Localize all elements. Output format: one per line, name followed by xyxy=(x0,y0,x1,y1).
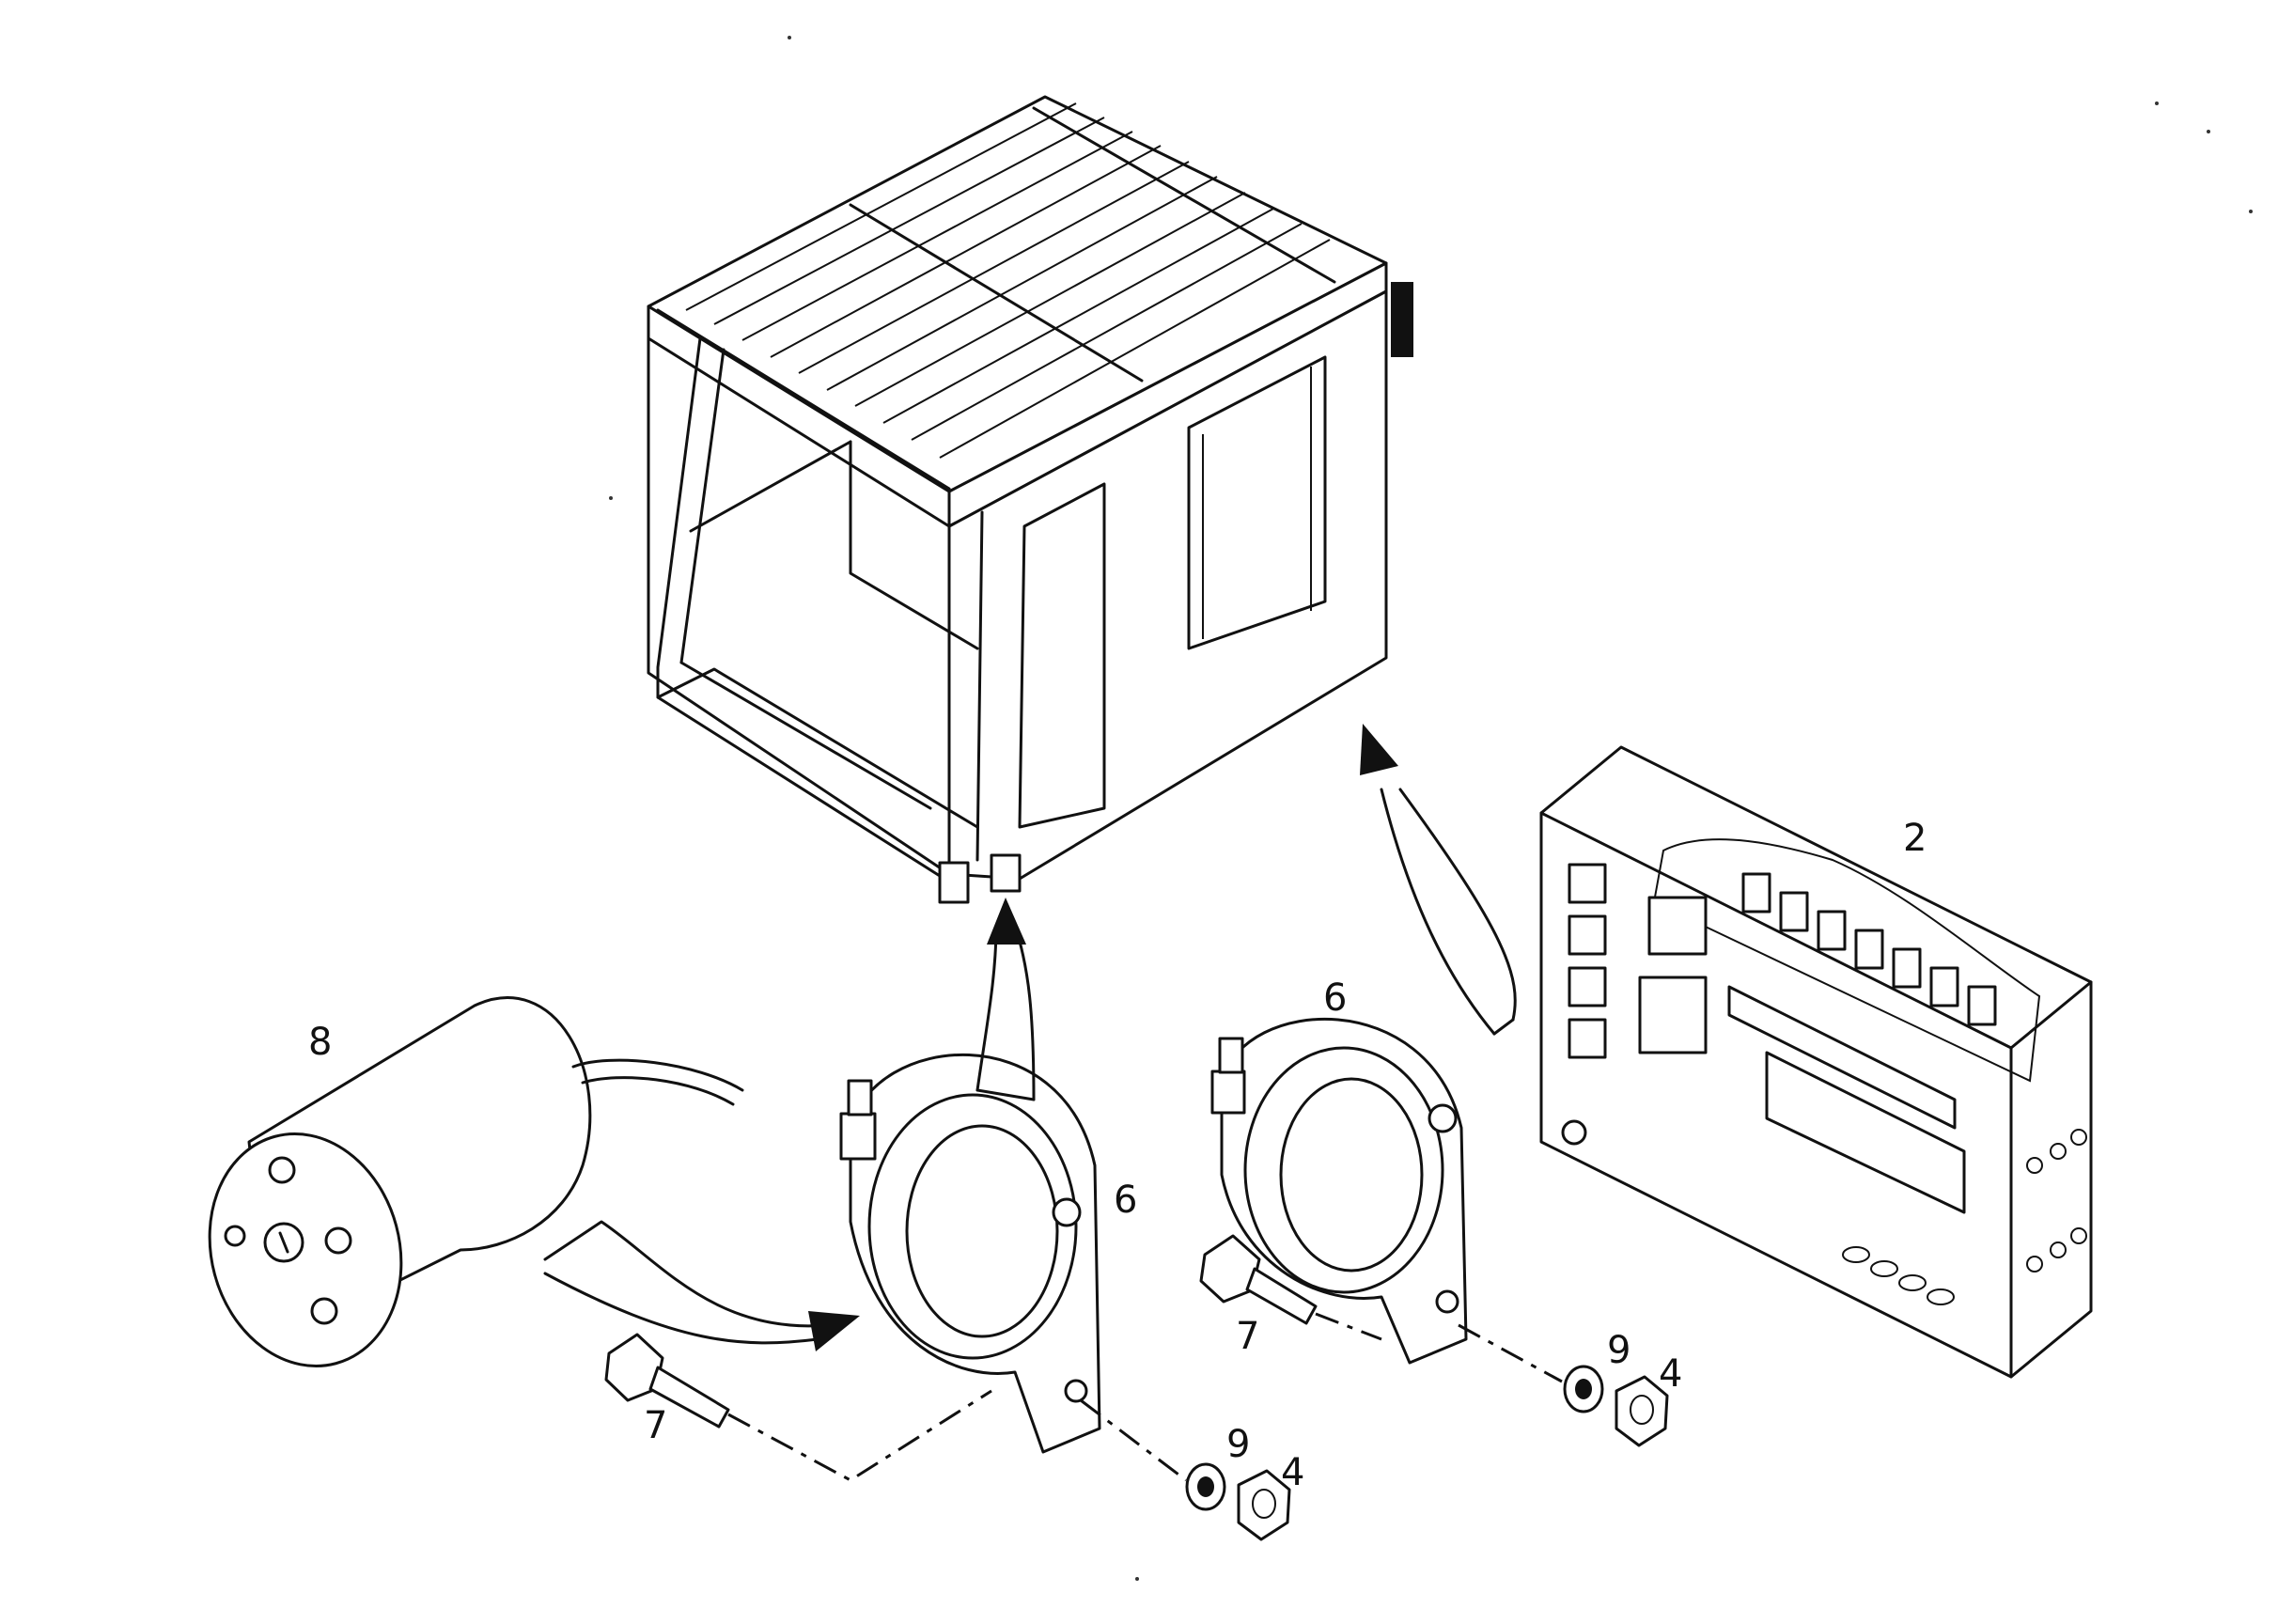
callout-bolt-left: 7 xyxy=(644,1404,667,1447)
callout-clamp-right: 6 xyxy=(1323,976,1347,1020)
operator-cab xyxy=(647,95,1413,904)
callout-bolt-right: 7 xyxy=(1236,1315,1259,1358)
mounting-clamp-right xyxy=(1210,1017,1468,1365)
callout-motor: 8 xyxy=(308,1021,332,1064)
roof-grille xyxy=(656,102,1336,491)
scan-specks xyxy=(609,36,2253,1581)
electrical-control-box xyxy=(1539,745,2093,1379)
callout-nut-left: 4 xyxy=(1281,1451,1304,1494)
callout-nut-right: 4 xyxy=(1659,1352,1682,1396)
mounting-clamp-left xyxy=(839,1054,1101,1454)
assembly-guides xyxy=(543,724,1563,1482)
washer-right xyxy=(1563,1365,1604,1413)
nut-left xyxy=(1237,1469,1291,1541)
electric-motor xyxy=(208,996,744,1367)
callout-clamp-left: 6 xyxy=(1114,1179,1137,1222)
callout-washer-right: 9 xyxy=(1607,1329,1630,1372)
nut-right xyxy=(1615,1375,1669,1447)
bolt-left xyxy=(604,1333,730,1429)
callout-washer-left: 9 xyxy=(1226,1423,1250,1466)
callout-control-box: 2 xyxy=(1903,817,1927,860)
washer-left xyxy=(1185,1462,1226,1511)
bolt-right xyxy=(1199,1234,1318,1325)
